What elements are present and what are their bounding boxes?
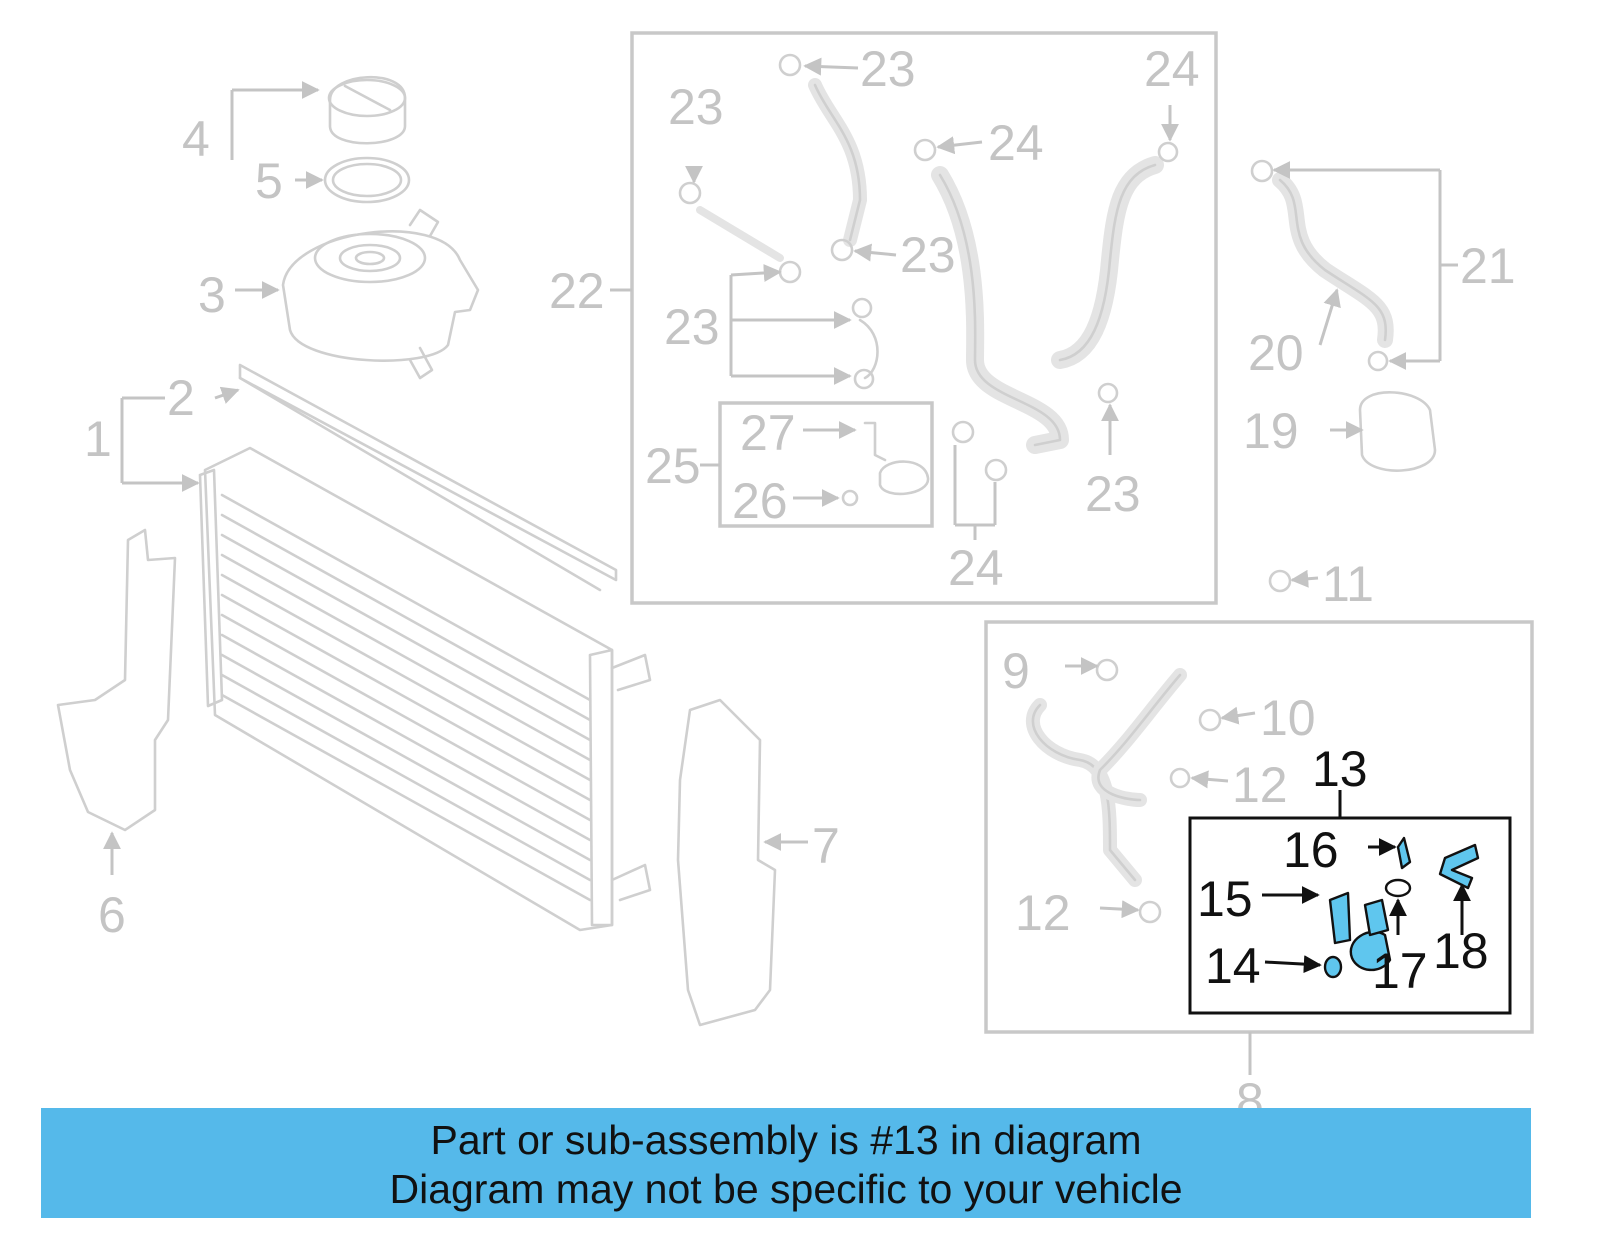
pump-hose-illustration: [1250, 159, 1437, 593]
callout-23-top: 23: [860, 41, 916, 97]
callout-9: 9: [1002, 643, 1030, 699]
callout-11: 11: [1322, 556, 1374, 612]
callout-10: 10: [1260, 690, 1316, 746]
callout-24-top: 24: [1144, 41, 1200, 97]
callout-16: 16: [1283, 822, 1339, 878]
callout-18: 18: [1433, 923, 1489, 979]
callout-6: 6: [98, 887, 126, 943]
callout-23-mid: 23: [900, 227, 956, 283]
callout-19: 19: [1243, 403, 1299, 459]
callout-23-left: 23: [668, 79, 724, 135]
highlighted-part-13-illustration: [1323, 836, 1480, 979]
callout-7: 7: [812, 818, 840, 874]
callout-27: 27: [740, 405, 796, 461]
callout-4: 4: [182, 111, 210, 167]
callout-1: 1: [84, 411, 112, 467]
callout-21: 21: [1460, 238, 1516, 294]
callout-13: 13: [1312, 741, 1368, 797]
callout-5: 5: [255, 153, 283, 209]
callout-15: 15: [1197, 871, 1253, 927]
leader-lines: [103, 57, 1471, 1075]
hose-22-illustration: [678, 53, 1179, 507]
callout-2: 2: [167, 370, 195, 426]
callout-12-lower: 12: [1015, 885, 1071, 941]
callout-22: 22: [549, 263, 605, 319]
callout-24-clamp: 24: [988, 115, 1044, 171]
callout-23-bottom: 23: [1085, 466, 1141, 522]
upper-seal-illustration: [238, 363, 618, 592]
callout-20: 20: [1248, 325, 1304, 381]
hose-group-box-8: [984, 620, 1534, 1034]
hose-group-box-22: [630, 31, 1218, 605]
info-banner: Part or sub-assembly is #13 in diagram D…: [41, 1108, 1531, 1218]
callout-23-bracket: 23: [664, 299, 720, 355]
callout-12-upper: 12: [1232, 757, 1288, 813]
seal-ring-illustration: [323, 156, 411, 204]
banner-line-1: Part or sub-assembly is #13 in diagram: [430, 1117, 1142, 1163]
radiator-illustration: [198, 446, 652, 932]
banner-line-2: Diagram may not be specific to your vehi…: [389, 1166, 1183, 1212]
callout-3: 3: [198, 267, 226, 323]
highlight-box-13: [1188, 816, 1512, 1015]
left-air-guide-illustration: [56, 528, 177, 832]
callout-25: 25: [645, 438, 701, 494]
reservoir-illustration: [281, 208, 480, 380]
callout-26: 26: [732, 473, 788, 529]
callout-14: 14: [1205, 938, 1261, 994]
callout-24-bottom: 24: [948, 540, 1004, 596]
hose-8-illustration: [1025, 658, 1222, 924]
callout-17: 17: [1372, 943, 1428, 999]
right-air-guide-illustration: [676, 698, 777, 1027]
cap-illustration: [327, 75, 407, 145]
